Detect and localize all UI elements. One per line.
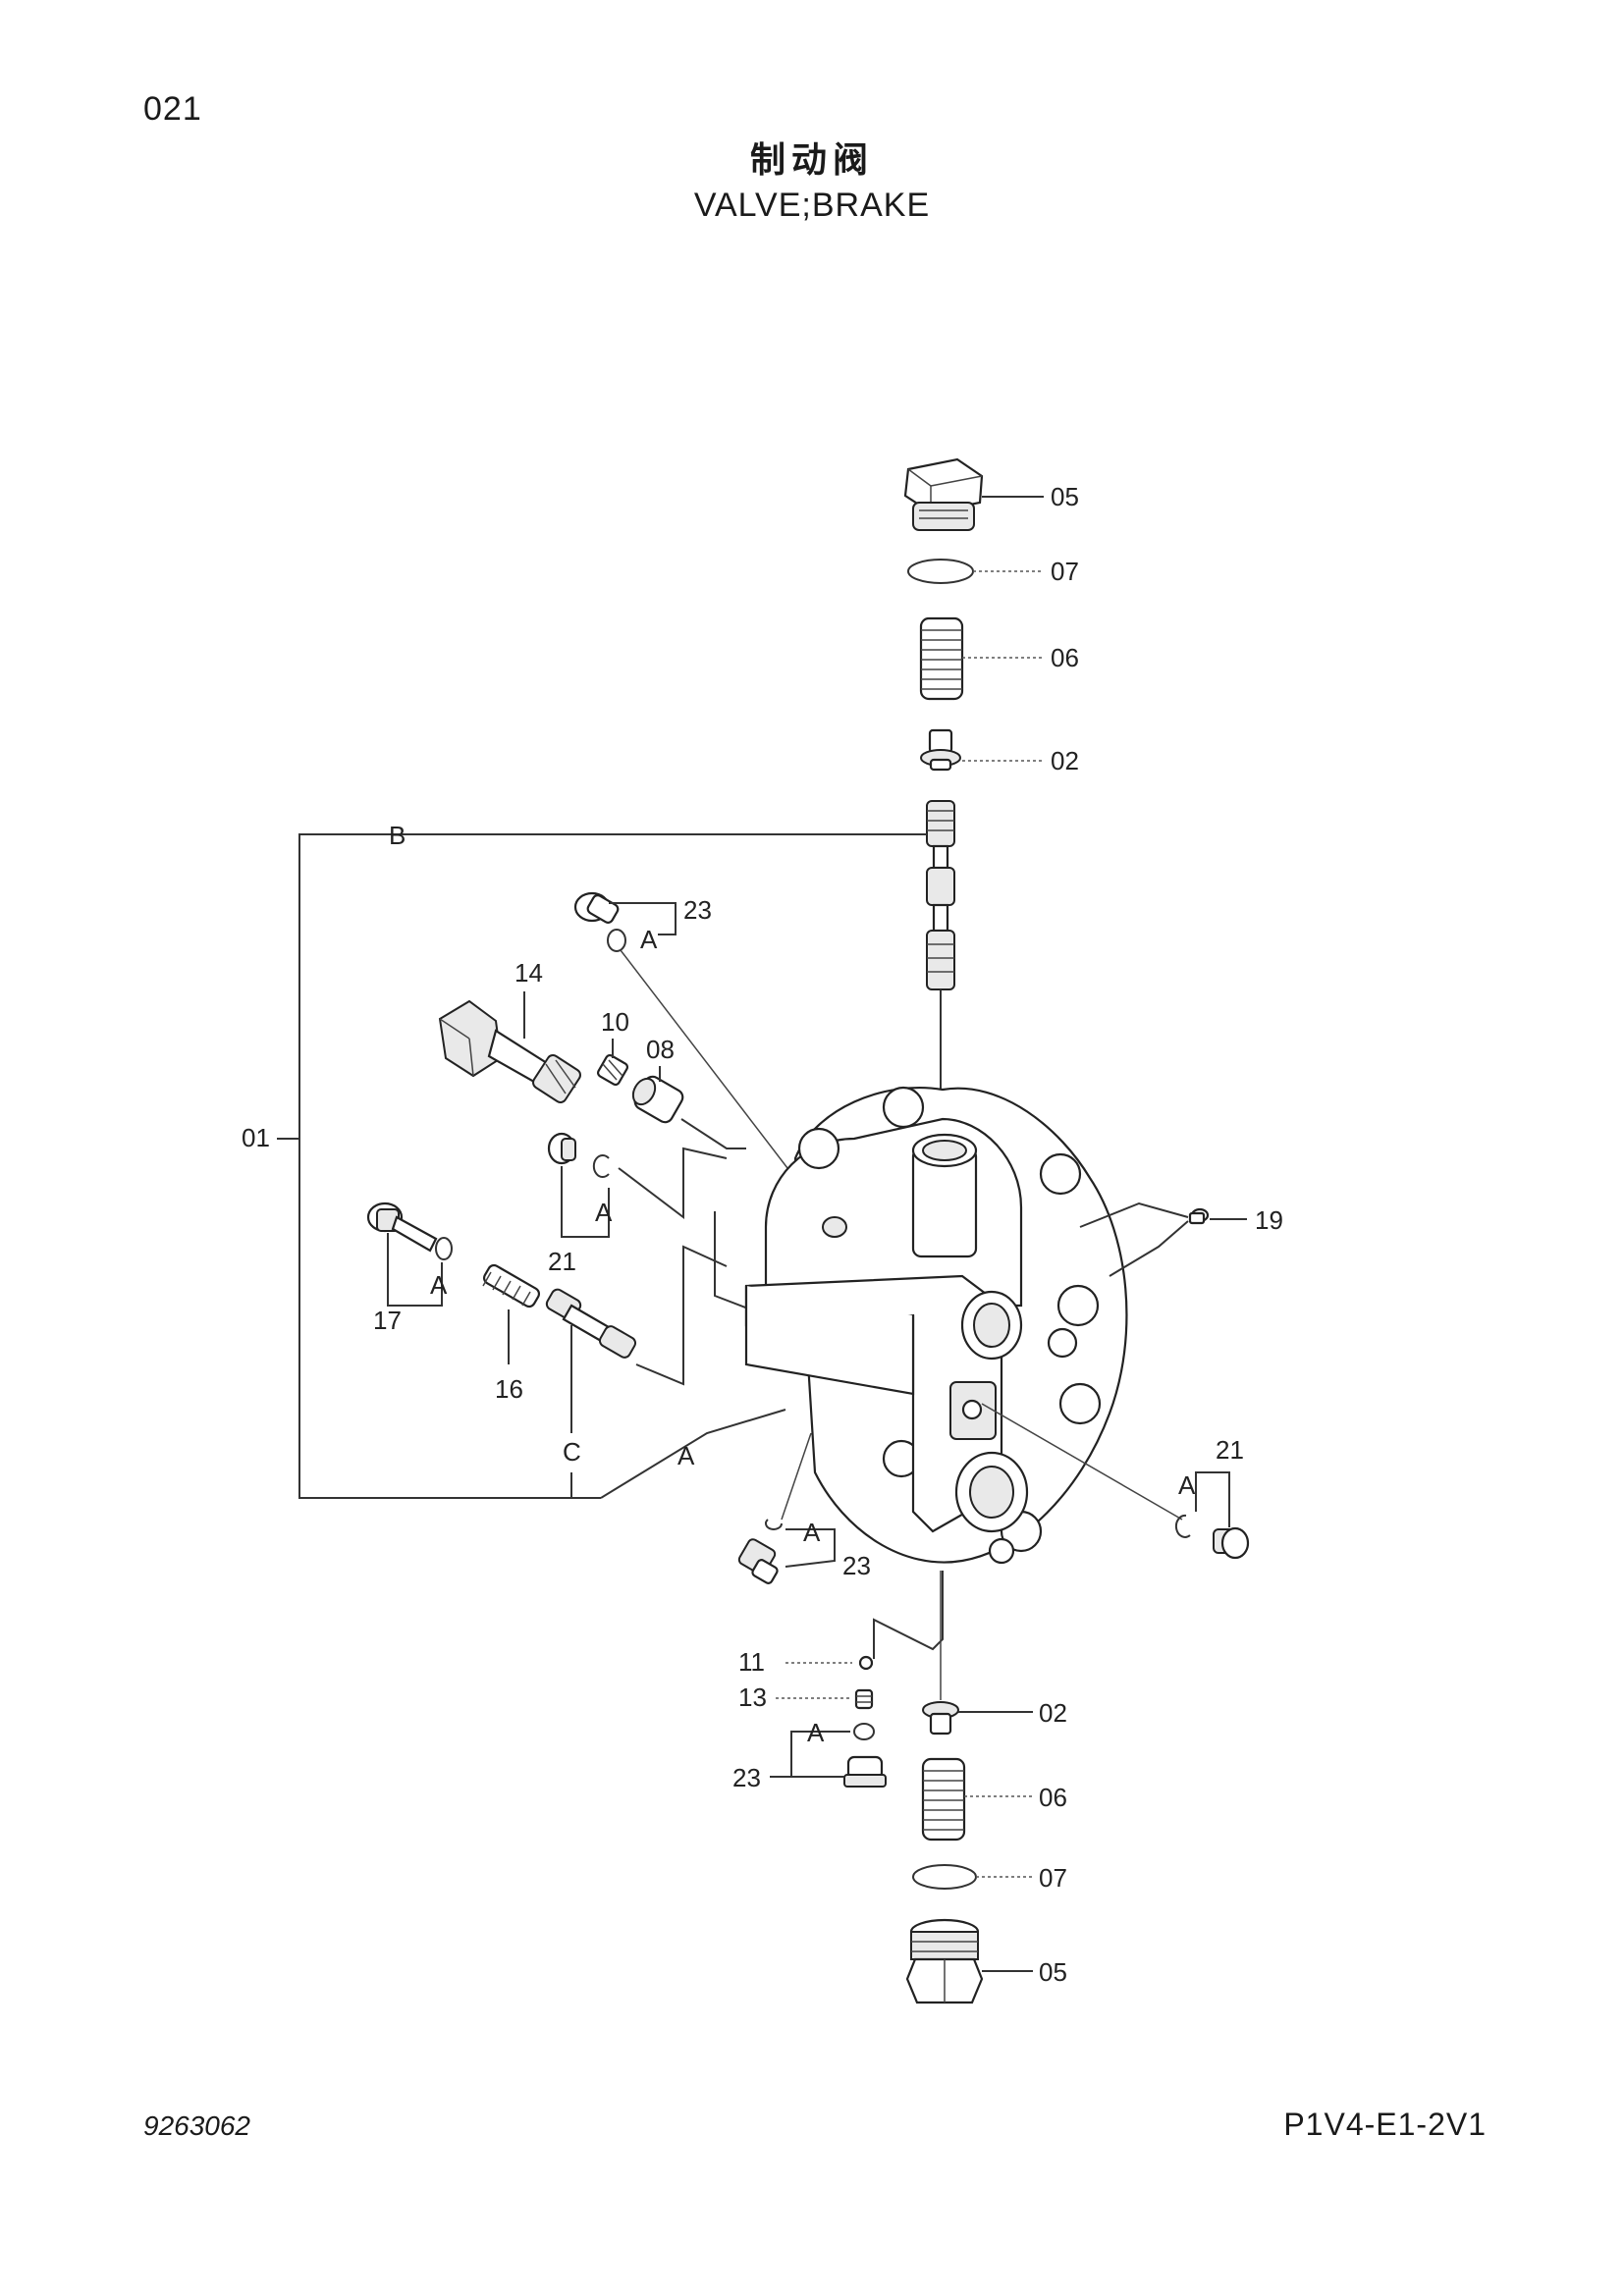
- callout-a-21: A: [595, 1198, 613, 1227]
- plug-23-mid-part: [737, 1519, 783, 1584]
- callout-02-top: 02: [1051, 746, 1079, 775]
- bracket-23-top: [609, 902, 677, 935]
- spring-06-top-part: [919, 616, 964, 701]
- leader-19-a: [1079, 1201, 1189, 1228]
- spring-06-bottom-part: [921, 1757, 966, 1842]
- reference-code: P1V4-E1-2V1: [1283, 2107, 1487, 2142]
- plug-17-part: [366, 1201, 453, 1260]
- poppet-02-top-part: [920, 728, 961, 772]
- leader-21-to-body: [618, 1147, 728, 1220]
- title-chinese: 制动阀: [749, 140, 874, 181]
- callout-08: 08: [646, 1035, 675, 1064]
- title-english: VALVE;BRAKE: [693, 187, 931, 224]
- leader-19-b: [1109, 1220, 1189, 1277]
- callout-a-top: A: [640, 925, 658, 954]
- leader-08-to-body: [680, 1118, 746, 1149]
- plug-21-left-part: [547, 1132, 610, 1178]
- spool-part: [926, 800, 955, 990]
- callout-a-21r: A: [1178, 1470, 1196, 1500]
- spring-16-part: [482, 1263, 541, 1308]
- callout-13: 13: [738, 1682, 767, 1712]
- leader-a-body: [600, 1409, 786, 1499]
- callout-05-top: 05: [1051, 482, 1079, 511]
- piston-08-part: [631, 1075, 684, 1124]
- o-ring-07-bottom-part: [912, 1864, 977, 1890]
- callout-c: C: [563, 1437, 581, 1467]
- spool-c-part: [545, 1288, 637, 1359]
- callout-11: 11: [738, 1647, 765, 1677]
- callout-07-top: 07: [1051, 557, 1079, 586]
- callout-b: B: [389, 821, 406, 850]
- callout-10: 10: [601, 1007, 629, 1037]
- callout-a-23mid: A: [803, 1518, 821, 1547]
- bracket-21-left: [561, 1166, 610, 1238]
- callout-23-mid: 23: [842, 1551, 871, 1580]
- callout-19: 19: [1255, 1205, 1283, 1235]
- plug-top-part: [903, 457, 984, 531]
- callout-01: 01: [242, 1123, 270, 1152]
- callout-06-bottom: 06: [1039, 1783, 1067, 1812]
- callout-21-left: 21: [548, 1247, 576, 1276]
- callout-a-17: A: [430, 1270, 448, 1300]
- spring-13-part: [854, 1688, 874, 1710]
- bracket-17: [387, 1233, 443, 1307]
- callout-02-bottom: 02: [1039, 1698, 1067, 1728]
- callout-23-top: 23: [683, 895, 712, 925]
- leader-16-to-body: [635, 1245, 728, 1386]
- callout-21-right: 21: [1216, 1435, 1244, 1465]
- callout-a-body: A: [677, 1441, 695, 1470]
- callout-14: 14: [514, 958, 543, 988]
- plug-14-part: [438, 999, 581, 1103]
- leader-21-right-to-body: [981, 1403, 1183, 1521]
- callout-16: 16: [495, 1374, 523, 1404]
- bracket-b-01: [298, 833, 927, 1499]
- document-code: 9263062: [143, 2110, 251, 2141]
- plug-23-top-part: [573, 891, 626, 952]
- callout-07-bottom: 07: [1039, 1863, 1067, 1893]
- callout-23-bottom: 23: [732, 1763, 761, 1792]
- plug-21-right-part: [1174, 1514, 1250, 1560]
- plug-19-part: [1188, 1207, 1210, 1225]
- o-ring-07-top-part: [907, 559, 974, 584]
- valve-body-part: [744, 1086, 1128, 1565]
- bracket-21-right: [1195, 1471, 1230, 1527]
- bracket-23-bottom-a: [790, 1731, 850, 1777]
- plug-bottom-part: [905, 1918, 984, 2004]
- callout-a-23bot: A: [807, 1718, 825, 1747]
- leader-11-13-group: [873, 1571, 944, 1659]
- callout-17: 17: [373, 1306, 402, 1335]
- bracket-23-mid: [785, 1528, 836, 1568]
- plug-23-bottom-part: [843, 1723, 887, 1788]
- poppet-02-bottom-part: [922, 1701, 959, 1735]
- leader-23-mid-to-body: [781, 1432, 812, 1521]
- page-number: 021: [143, 90, 202, 128]
- callout-05-bottom: 05: [1039, 1957, 1067, 1987]
- ball-11-part: [858, 1655, 874, 1671]
- callout-06-top: 06: [1051, 643, 1079, 672]
- spring-10-part: [596, 1053, 629, 1087]
